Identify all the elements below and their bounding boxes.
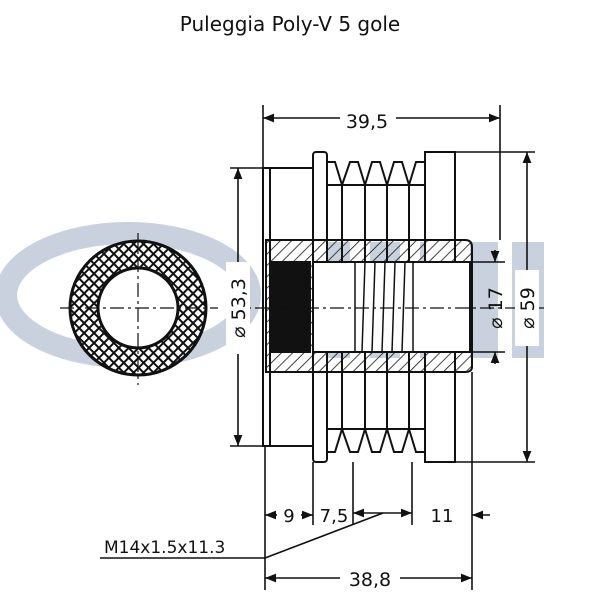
dimension-lines (100, 105, 535, 590)
end-view (60, 233, 218, 385)
dim-diameter-53-3: ⌀ 53,3 (228, 278, 250, 338)
drawing-title: Puleggia Poly-V 5 gole (180, 12, 400, 36)
dim-diameter-59: ⌀ 59 (517, 287, 539, 329)
thread-spec-label: M14x1.5x11.3 (104, 538, 225, 558)
dim-seg-11: 11 (431, 506, 454, 527)
dim-total-length: 38,8 (349, 569, 391, 591)
side-view (230, 151, 545, 463)
dim-seg-7-5: 7,5 (320, 506, 349, 527)
dim-overall-width: 39,5 (346, 111, 388, 133)
dim-diameter-17: ⌀ 17 (485, 287, 507, 329)
dim-seg-9: 9 (283, 506, 294, 527)
